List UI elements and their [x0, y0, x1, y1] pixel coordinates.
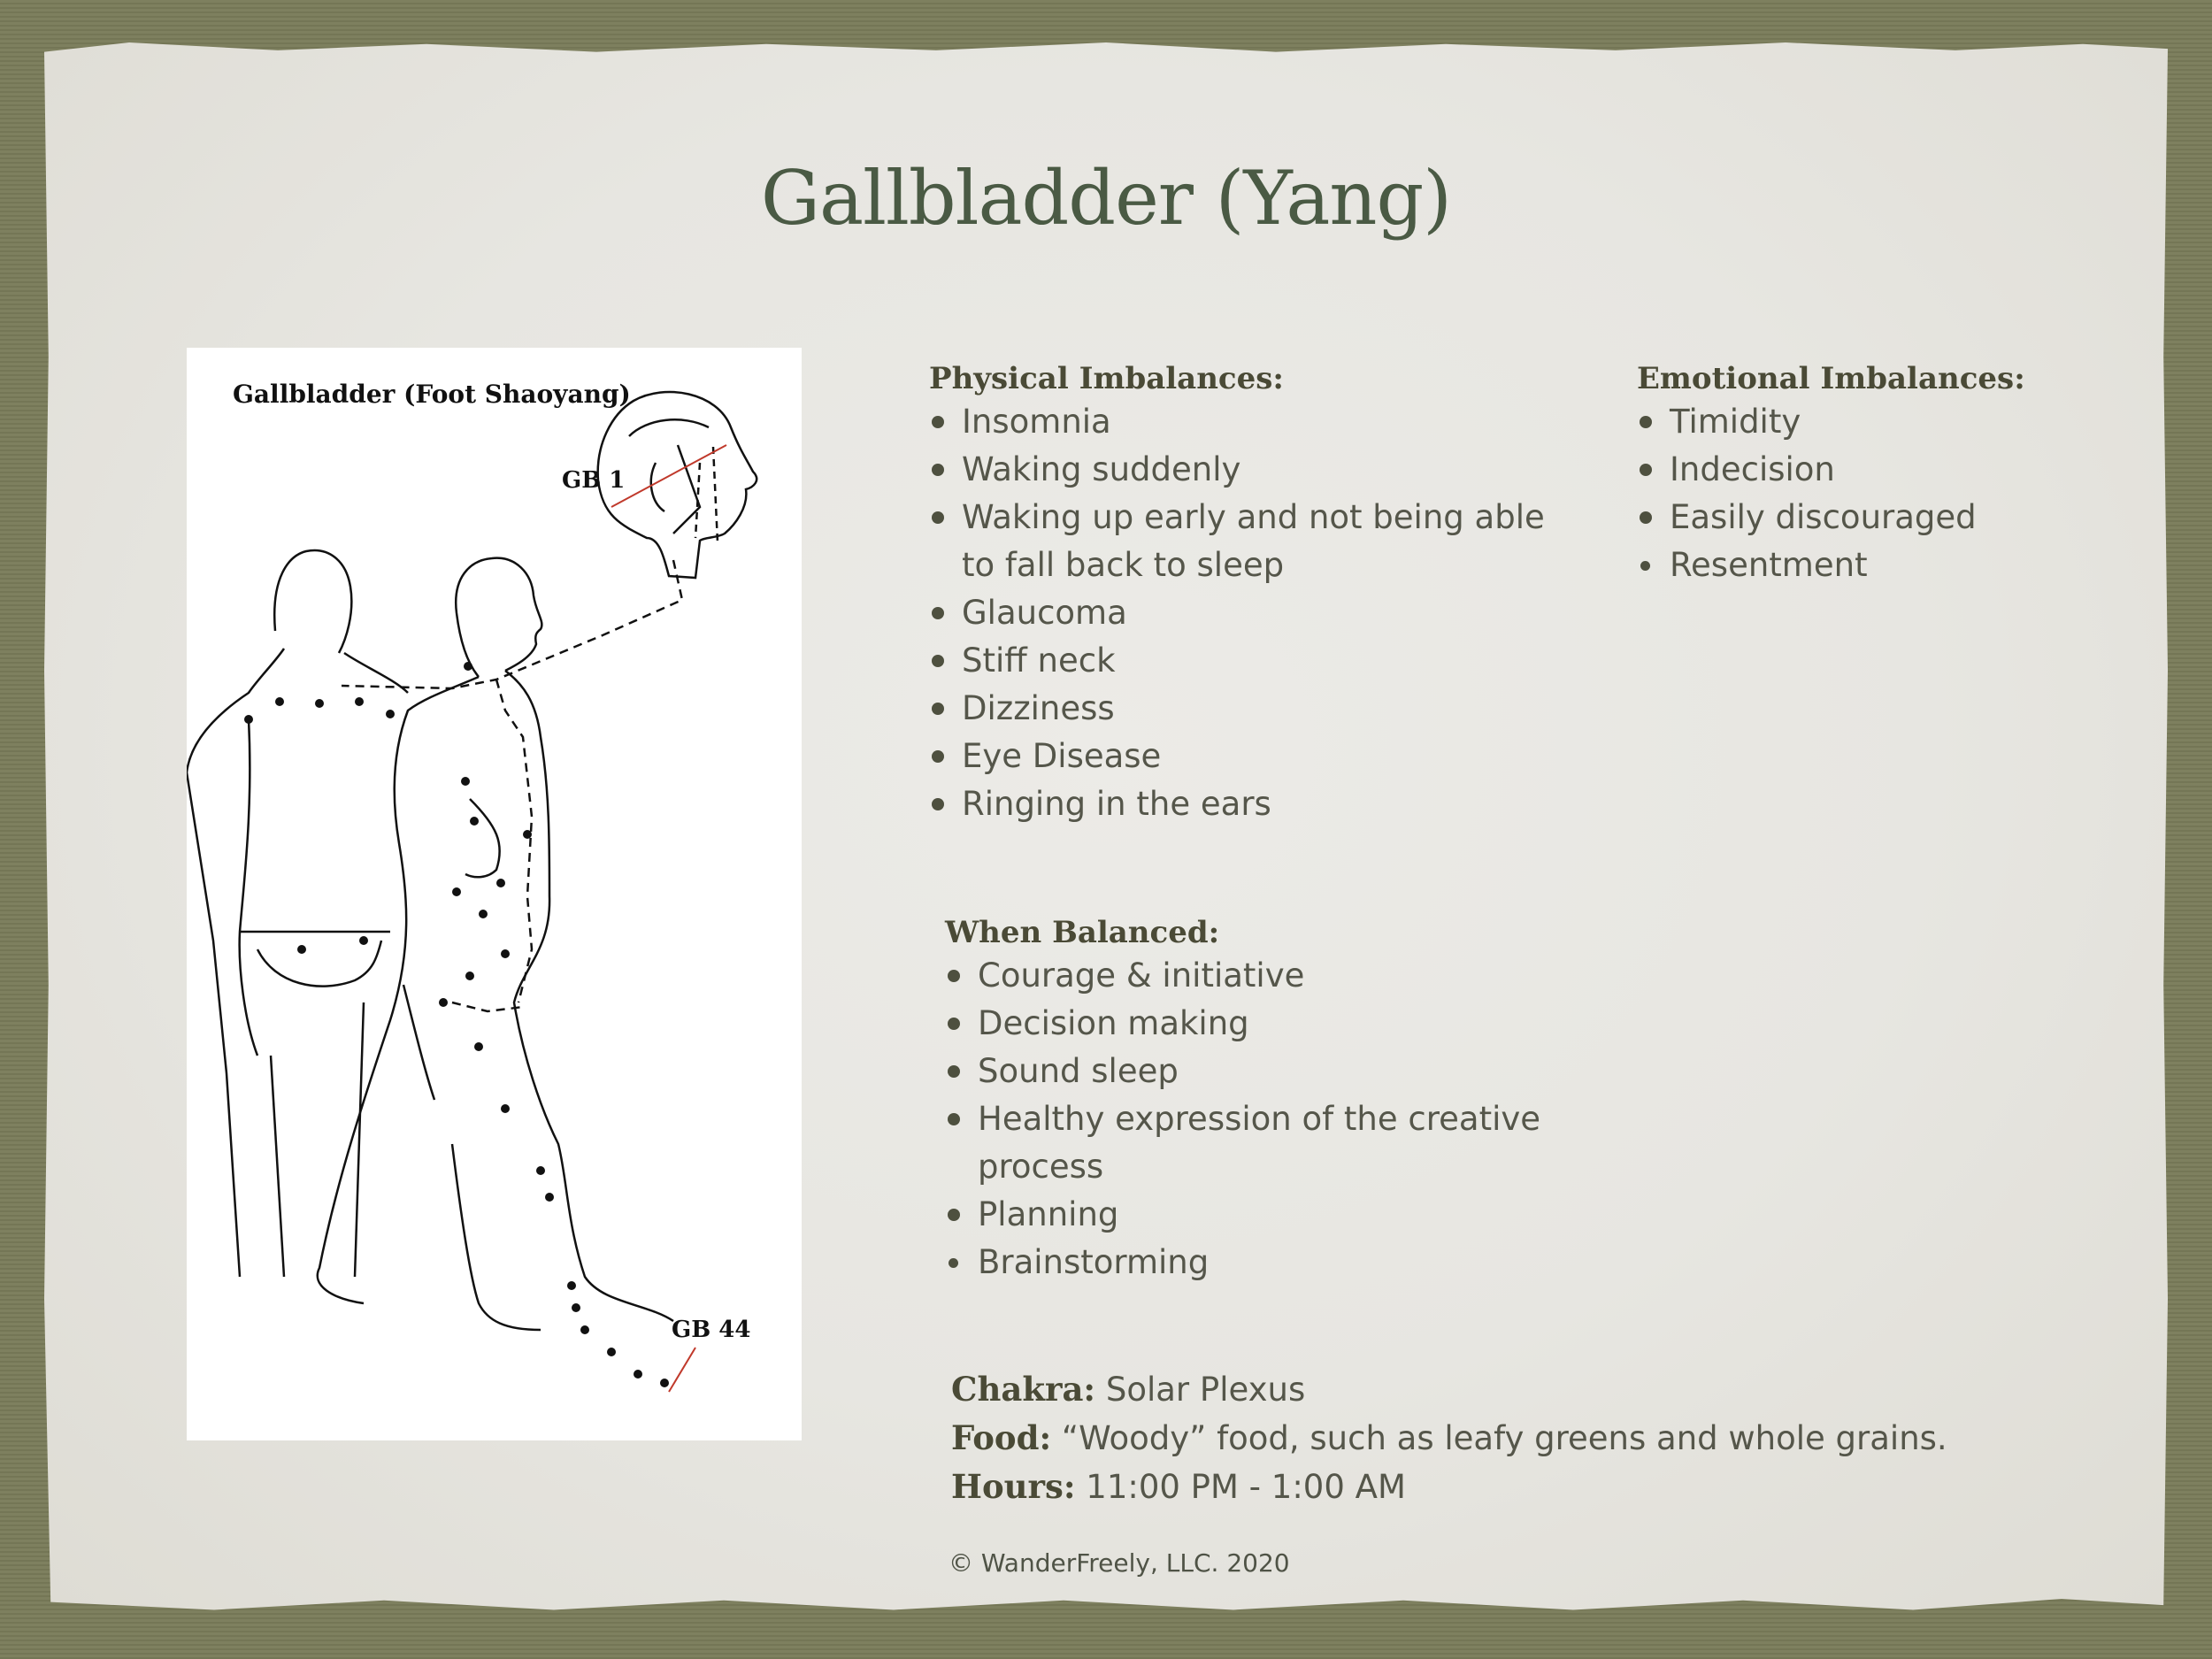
list-item: Waking up early and not being able to fa…	[929, 494, 1548, 589]
meridian-diagram: Gallbladder (Foot Shaoyang) GB 1 GB 44	[187, 348, 802, 1440]
list-item: Waking suddenly	[929, 446, 1548, 494]
diagram-label-gb1: GB 1	[562, 467, 625, 494]
gb44-pointer	[668, 1347, 696, 1393]
hours-label: Hours:	[951, 1467, 1076, 1506]
list-item: Eye Disease	[929, 733, 1548, 780]
list-item: Indecision	[1637, 446, 2124, 494]
chakra-row: Chakra: Solar Plexus	[951, 1365, 2101, 1414]
diagram-label-gb44: GB 44	[672, 1317, 750, 1343]
list-item: Courage & initiative	[945, 952, 1564, 1000]
physical-imbalances-section: Physical Imbalances: Insomnia Waking sud…	[929, 361, 1548, 828]
list-item: Dizziness	[929, 685, 1548, 733]
facts-block: Chakra: Solar Plexus Food: “Woody” food,…	[951, 1365, 2101, 1511]
meridian-path	[341, 559, 684, 1013]
when-balanced-heading: When Balanced:	[945, 915, 1220, 950]
food-row: Food: “Woody” food, such as leafy greens…	[951, 1414, 2101, 1463]
copyright-notice: © WanderFreely, LLC. 2020	[949, 1548, 1290, 1578]
when-balanced-list: Courage & initiative Decision making Sou…	[945, 952, 1564, 1286]
diagram-caption: Gallbladder (Foot Shaoyang)	[233, 380, 631, 409]
emotional-imbalances-section: Emotional Imbalances: Timidity Indecisio…	[1637, 361, 2124, 589]
emotional-imbalances-heading: Emotional Imbalances:	[1637, 361, 2025, 396]
gb1-pointer	[611, 444, 727, 508]
slide-title: Gallbladder (Yang)	[760, 155, 1452, 242]
chakra-label: Chakra:	[951, 1370, 1096, 1409]
list-item: Stiff neck	[929, 637, 1548, 685]
chakra-value: Solar Plexus	[1105, 1371, 1306, 1409]
list-item: Timidity	[1637, 398, 2124, 446]
list-item: Ringing in the ears	[929, 780, 1548, 828]
list-item: Glaucoma	[929, 589, 1548, 637]
emotional-imbalances-list: Timidity Indecision Easily discouraged R…	[1637, 398, 2124, 589]
hours-value: 11:00 PM - 1:00 AM	[1086, 1468, 1406, 1506]
back-figure-drawing	[187, 549, 409, 1278]
side-figure-drawing	[316, 557, 674, 1332]
list-item: Healthy expression of the creative proce…	[945, 1095, 1564, 1191]
list-item: Decision making	[945, 1000, 1564, 1048]
food-label: Food:	[951, 1418, 1052, 1457]
list-item: Sound sleep	[945, 1048, 1564, 1095]
list-item: Easily discouraged	[1637, 494, 2124, 541]
list-item: Brainstorming	[945, 1239, 1564, 1286]
physical-imbalances-heading: Physical Imbalances:	[929, 361, 1284, 396]
hours-row: Hours: 11:00 PM - 1:00 AM	[951, 1463, 2101, 1511]
list-item: Planning	[945, 1191, 1564, 1239]
list-item: Resentment	[1637, 541, 2124, 589]
list-item: Insomnia	[929, 398, 1548, 446]
when-balanced-section: When Balanced: Courage & initiative Deci…	[945, 915, 1564, 1286]
physical-imbalances-list: Insomnia Waking suddenly Waking up early…	[929, 398, 1548, 828]
acupoint-markers	[244, 662, 669, 1387]
food-value: “Woody” food, such as leafy greens and w…	[1061, 1419, 1947, 1457]
head-profile-drawing	[596, 390, 758, 580]
